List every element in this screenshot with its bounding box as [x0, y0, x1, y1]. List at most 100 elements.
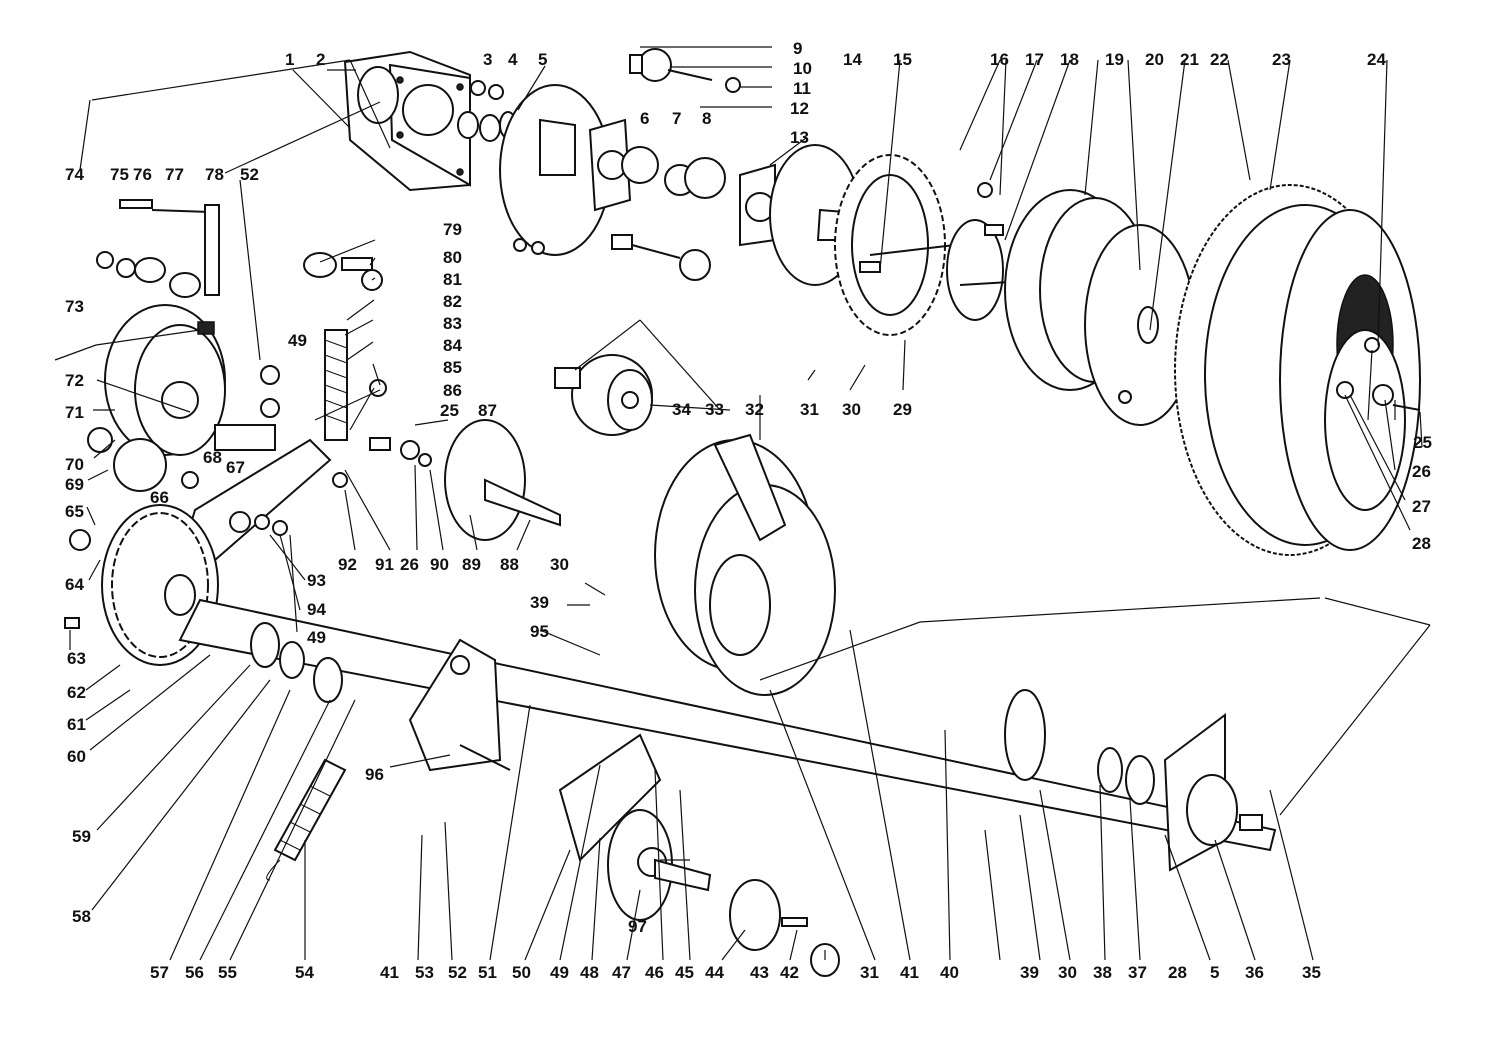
label-64: 64	[65, 575, 84, 594]
label-59: 59	[72, 827, 91, 846]
label-32: 32	[745, 400, 764, 419]
label-29: 29	[893, 400, 912, 419]
label-16: 16	[990, 50, 1009, 69]
label-37: 37	[1128, 963, 1147, 982]
label-40: 40	[940, 963, 959, 982]
label-31-bottom: 31	[860, 963, 879, 982]
label-75: 75	[110, 165, 129, 184]
label-47: 47	[612, 963, 631, 982]
label-52-top: 52	[240, 165, 259, 184]
label-68: 68	[203, 448, 222, 467]
label-69: 69	[65, 475, 84, 494]
label-78: 78	[205, 165, 224, 184]
label-13: 13	[790, 128, 809, 147]
belt-pulley	[554, 354, 653, 436]
label-10: 10	[793, 59, 812, 78]
label-91: 91	[375, 555, 394, 574]
left-pulley	[104, 304, 226, 456]
label-56: 56	[185, 963, 204, 982]
label-34: 34	[672, 400, 691, 419]
label-11: 11	[793, 79, 811, 98]
label-74: 74	[65, 165, 84, 184]
label-49-mid: 49	[307, 628, 326, 647]
large-sprocket	[834, 154, 956, 336]
label-73: 73	[65, 297, 84, 316]
label-54: 54	[295, 963, 314, 982]
label-3: 3	[483, 50, 492, 69]
flange-shaft	[332, 419, 561, 541]
label-44: 44	[705, 963, 724, 982]
label-49-bottom: 49	[550, 963, 569, 982]
label-5-bottom: 5	[1210, 963, 1219, 982]
label-66: 66	[150, 488, 169, 507]
leader-lines	[54, 46, 1431, 961]
label-57: 57	[150, 963, 169, 982]
label-39-mid: 39	[530, 593, 549, 612]
label-33: 33	[705, 400, 724, 419]
label-5-top: 5	[538, 50, 547, 69]
washer-set	[457, 80, 517, 142]
label-28-bottom: 28	[1168, 963, 1187, 982]
label-83: 83	[443, 314, 462, 333]
right-shaft-end	[1004, 689, 1263, 872]
label-39-bottom: 39	[1020, 963, 1039, 982]
part-labels: 1 2 3 4 5 6 7 8 9 10 11 12 13 14 15 16 1…	[65, 39, 1432, 982]
label-9: 9	[793, 39, 802, 58]
label-90: 90	[430, 555, 449, 574]
label-88: 88	[500, 555, 519, 574]
label-65: 65	[65, 502, 84, 521]
label-12: 12	[790, 99, 809, 118]
label-67: 67	[226, 458, 245, 477]
label-17: 17	[1025, 50, 1044, 69]
upper-left-shaft	[96, 199, 220, 298]
label-80: 80	[443, 248, 462, 267]
label-26-mid: 26	[400, 555, 419, 574]
label-52-bottom: 52	[448, 963, 467, 982]
label-62: 62	[67, 683, 86, 702]
label-36: 36	[1245, 963, 1264, 982]
label-49-top: 49	[288, 331, 307, 350]
wheel-hub	[946, 182, 1011, 321]
label-2: 2	[316, 50, 325, 69]
label-15: 15	[893, 50, 912, 69]
label-26-right: 26	[1412, 462, 1431, 481]
label-97: 97	[628, 917, 647, 936]
label-46: 46	[645, 963, 664, 982]
label-55: 55	[218, 963, 237, 982]
label-84: 84	[443, 336, 462, 355]
label-24: 24	[1367, 50, 1386, 69]
label-58: 58	[72, 907, 91, 926]
label-72: 72	[65, 371, 84, 390]
label-25-mid: 25	[440, 401, 459, 420]
label-79: 79	[443, 220, 462, 239]
label-25-right: 25	[1413, 433, 1432, 452]
label-23: 23	[1272, 50, 1291, 69]
label-82: 82	[443, 292, 462, 311]
label-48: 48	[580, 963, 599, 982]
label-94: 94	[307, 600, 326, 619]
label-21: 21	[1180, 50, 1199, 69]
label-30-bottom: 30	[1058, 963, 1077, 982]
extension-spring	[266, 758, 347, 881]
label-50: 50	[512, 963, 531, 982]
label-27: 27	[1412, 497, 1431, 516]
wheel-rim	[1004, 189, 1196, 426]
lower-bracket	[408, 638, 662, 862]
label-86: 86	[443, 381, 462, 400]
label-71: 71	[65, 403, 84, 422]
label-6: 6	[640, 109, 649, 128]
label-89: 89	[462, 555, 481, 574]
label-14: 14	[843, 50, 862, 69]
label-77: 77	[165, 165, 184, 184]
label-61: 61	[67, 715, 86, 734]
tyre	[1174, 184, 1421, 556]
label-42: 42	[780, 963, 799, 982]
label-63: 63	[67, 649, 86, 668]
label-38: 38	[1093, 963, 1112, 982]
lower-sprocket	[607, 809, 840, 977]
label-22: 22	[1210, 50, 1229, 69]
label-19: 19	[1105, 50, 1124, 69]
idler-arm	[87, 424, 332, 603]
label-31-top: 31	[800, 400, 819, 419]
